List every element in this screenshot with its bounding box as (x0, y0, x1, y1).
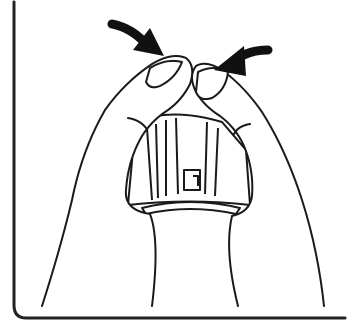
arrow-down-left-icon (214, 46, 268, 76)
device-bottom-rim (142, 202, 240, 214)
arrow-down-right-icon (112, 24, 164, 56)
